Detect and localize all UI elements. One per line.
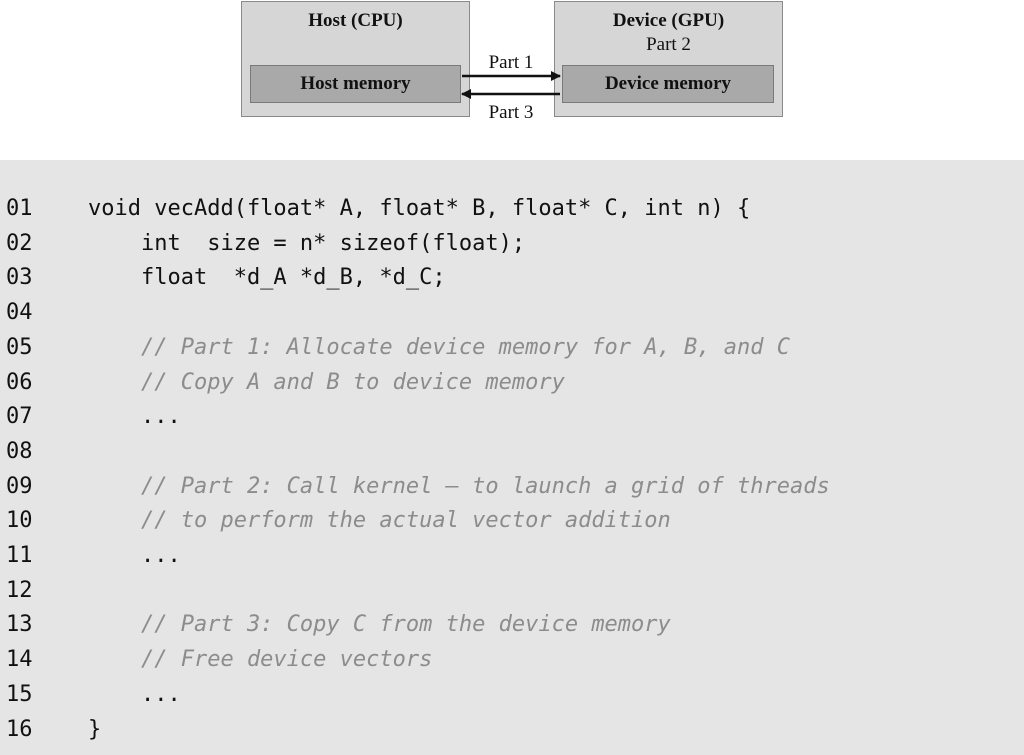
device-box: Device (GPU) Part 2 Device memory bbox=[554, 1, 783, 117]
code-text: } bbox=[88, 716, 102, 742]
host-device-diagram: Host (CPU) Host memory Device (GPU) Part… bbox=[0, 0, 1024, 140]
code-line: 06 // Copy A and B to device memory bbox=[0, 366, 1024, 400]
code-line: 12 bbox=[0, 574, 1024, 608]
line-number: 16 bbox=[6, 716, 33, 742]
part3-label: Part 3 bbox=[488, 102, 534, 123]
code-text: ... bbox=[88, 681, 181, 707]
line-number: 06 bbox=[6, 369, 33, 395]
part1-label: Part 1 bbox=[488, 52, 534, 73]
line-number: 09 bbox=[6, 473, 33, 499]
code-line: 01 void vecAdd(float* A, float* B, float*… bbox=[0, 192, 1024, 226]
code-line: 14 // Free device vectors bbox=[0, 643, 1024, 677]
host-box: Host (CPU) Host memory bbox=[241, 1, 470, 117]
line-number: 02 bbox=[6, 230, 33, 256]
code-listing: 01 void vecAdd(float* A, float* B, float*… bbox=[0, 160, 1024, 755]
code-line: 08 bbox=[0, 435, 1024, 469]
code-comment: // Copy A and B to device memory bbox=[88, 369, 565, 395]
code-comment: // Free device vectors bbox=[88, 647, 433, 673]
line-number: 07 bbox=[6, 404, 33, 430]
line-number: 05 bbox=[6, 334, 33, 360]
line-number: 13 bbox=[6, 612, 33, 638]
code-text: ... bbox=[88, 543, 181, 568]
line-number: 15 bbox=[6, 681, 33, 707]
line-number: 08 bbox=[6, 438, 33, 464]
line-number: 04 bbox=[6, 300, 33, 326]
code-text: ... bbox=[88, 404, 181, 430]
code-comment: // Part 1: Allocate device memory for A,… bbox=[88, 334, 790, 360]
code-line: 05 // Part 1: Allocate device memory for… bbox=[0, 331, 1024, 365]
line-number: 12 bbox=[6, 577, 33, 603]
line-number: 10 bbox=[6, 508, 33, 534]
code-text: void vecAdd(float* A, float* B, float* C… bbox=[88, 196, 751, 221]
device-title: Device (GPU) bbox=[612, 10, 725, 31]
code-line: 15 ... bbox=[0, 678, 1024, 712]
code-comment: // Part 3: Copy C from the device memory bbox=[88, 612, 671, 638]
code-line: 04 bbox=[0, 296, 1024, 330]
transfer-arrows bbox=[461, 71, 561, 99]
device-memory-box: Device memory bbox=[562, 65, 774, 103]
code-line: 07 ... bbox=[0, 400, 1024, 434]
code-comment: // to perform the actual vector addition bbox=[88, 508, 671, 534]
device-part2-label: Part 2 bbox=[646, 34, 691, 55]
code-line: 03 float *d_A *d_B, *d_C; bbox=[0, 261, 1024, 295]
code-line: 11 ... bbox=[0, 539, 1024, 573]
code-line: 13 // Part 3: Copy C from the device mem… bbox=[0, 608, 1024, 642]
line-number: 01 bbox=[6, 196, 33, 221]
code-line: 02 int size = n* sizeof(float); bbox=[0, 227, 1024, 261]
host-memory-box: Host memory bbox=[250, 65, 461, 103]
line-number: 03 bbox=[6, 265, 33, 291]
code-comment: // Part 2: Call kernel – to launch a gri… bbox=[88, 473, 830, 499]
code-line: 16} bbox=[0, 713, 1024, 747]
code-line: 09 // Part 2: Call kernel – to launch a … bbox=[0, 470, 1024, 504]
code-text: float *d_A *d_B, *d_C; bbox=[88, 265, 446, 291]
host-title: Host (CPU) bbox=[308, 10, 403, 31]
line-number: 14 bbox=[6, 647, 33, 673]
line-number: 11 bbox=[6, 543, 33, 568]
code-text: int size = n* sizeof(float); bbox=[88, 230, 526, 256]
code-line: 10 // to perform the actual vector addit… bbox=[0, 504, 1024, 538]
